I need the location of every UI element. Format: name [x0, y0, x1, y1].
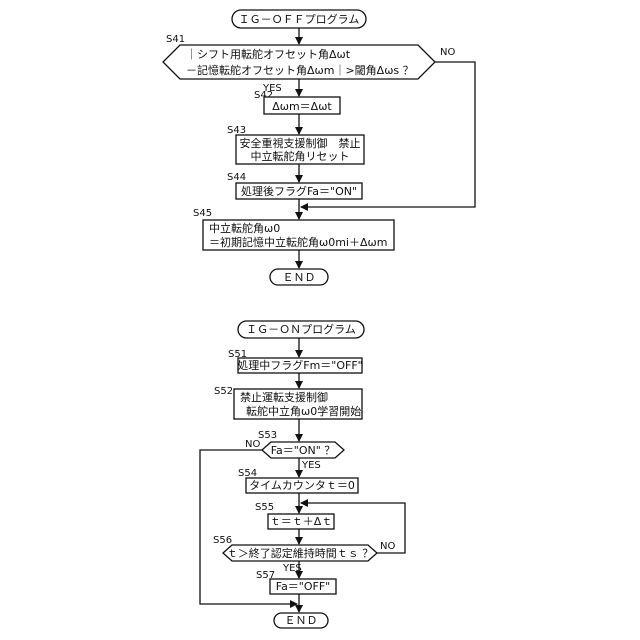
process-s43-line1: 安全重視支援制御 禁止: [240, 136, 361, 150]
decision-s53-text: Fa＝"ON" ？: [271, 444, 336, 457]
process-s45-line1: 中立転舵角ω0: [209, 221, 280, 235]
ig-on-end-text: ＥＮＤ: [285, 614, 318, 627]
ig-off-end-text: ＥＮＤ: [283, 271, 316, 284]
process-s44-text: 処理後フラグFa＝"ON": [241, 184, 357, 198]
s53-yes-label: YES: [301, 460, 321, 471]
process-s51-text: 処理中フラグFm＝"OFF": [237, 358, 362, 372]
step-label-s44: S44: [227, 172, 246, 183]
step-label-s56: S56: [213, 535, 232, 546]
process-s54-text: タイムカウンタｔ＝0: [249, 479, 355, 492]
step-label-s45: S45: [193, 208, 212, 219]
step-label-s53: S53: [258, 430, 277, 441]
step-label-s55: S55: [255, 502, 274, 513]
ig-off-flowchart: ＩＧ－ＯＦＦプログラム S41 ｜シフト用転舵オフセット角Δωt －記憶転舵オフ…: [163, 10, 475, 285]
process-s42-text: Δωm＝Δωt: [272, 100, 332, 113]
ig-on-flowchart: ＩＧ－ＯＮプログラム S51 処理中フラグFm＝"OFF" S52 禁止運転支援…: [200, 321, 405, 628]
step-label-s41: S41: [166, 34, 185, 45]
s41-no-label: NO: [440, 47, 455, 58]
process-s52-line1: 禁止運転支援制御: [240, 390, 328, 404]
s56-no-label: NO: [380, 541, 395, 552]
s53-no-label: NO: [245, 439, 260, 450]
process-s57-text: Fa＝"OFF": [276, 580, 331, 593]
process-s43-line2: 中立転舵角リセット: [251, 149, 350, 163]
decision-s41-line1: ｜シフト用転舵オフセット角Δωt: [186, 47, 351, 61]
process-s55-text: ｔ＝ｔ＋Δｔ: [270, 515, 333, 528]
ig-on-title: ＩＧ－ＯＮプログラム: [246, 322, 356, 336]
process-s45-line2: ＝初期記憶中立転舵角ω0mi＋Δωm: [209, 235, 387, 249]
step-label-s52: S52: [214, 386, 233, 397]
decision-s41-line2: －記憶転舵オフセット角Δωm｜>閾角Δωs ？: [186, 63, 414, 77]
process-s52-line2: 転舵中立角ω0学習開始: [246, 404, 361, 418]
ig-off-title: ＩＧ－ＯＦＦプログラム: [239, 12, 360, 26]
decision-s56-text: ｔ＞終了認定維持時間ｔｓ ？: [227, 546, 374, 560]
